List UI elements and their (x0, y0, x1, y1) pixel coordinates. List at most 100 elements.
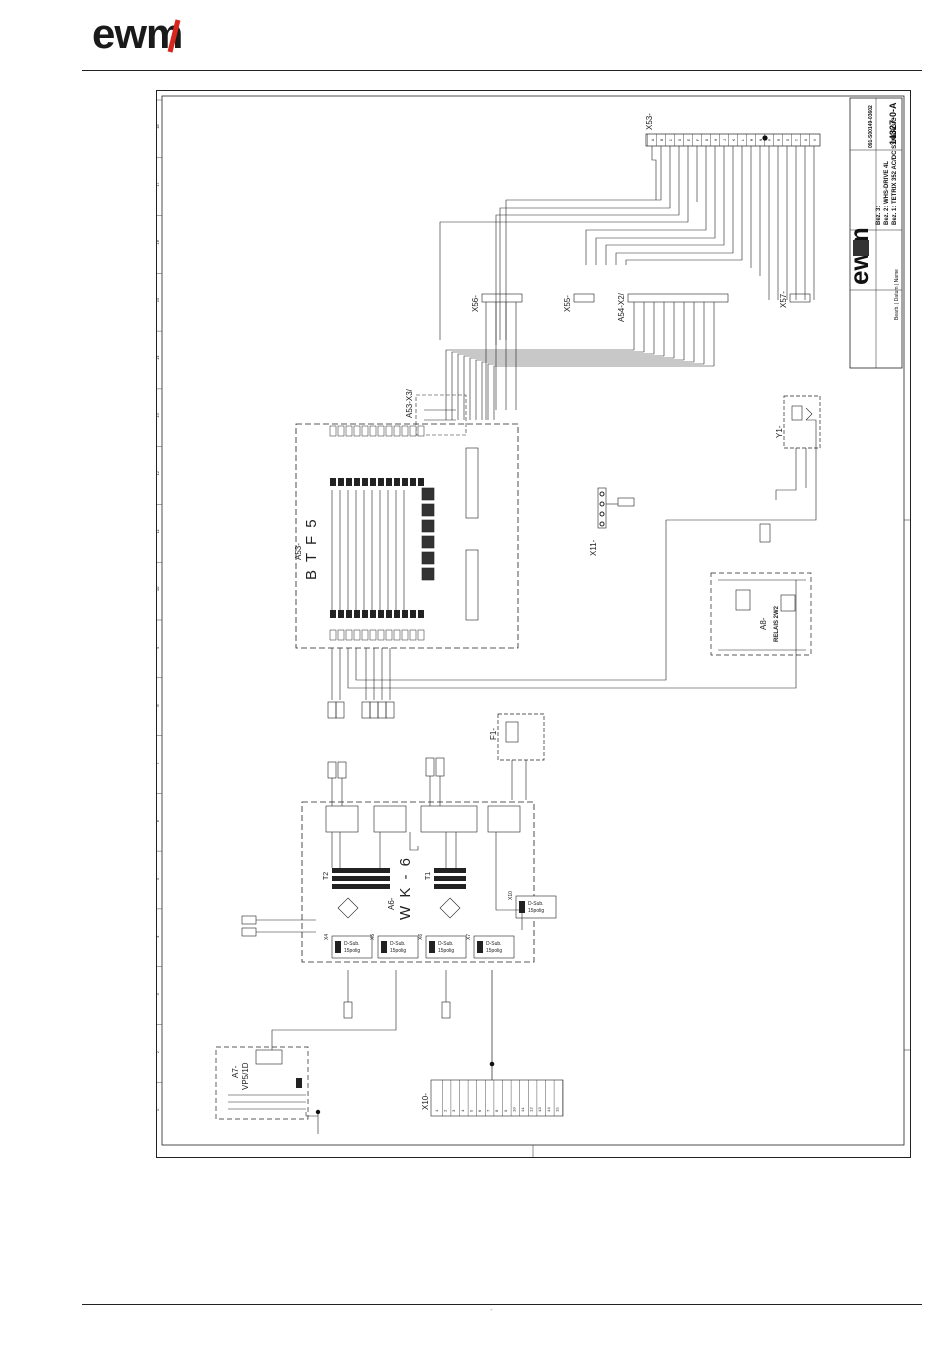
x53-pin-label: N (760, 138, 764, 141)
connector-x56: X56- (471, 293, 523, 340)
ruler-tick-label: 12 (156, 470, 160, 475)
x10-pin-label: 2 (445, 1109, 449, 1112)
y1-label: Y1- (775, 425, 784, 438)
x53-pin-label: T (796, 138, 800, 141)
x10-pin-label: 4 (462, 1109, 466, 1112)
x10-pin-label: 3 (453, 1109, 457, 1112)
ruler-tick-label: 2 (156, 1050, 160, 1053)
x53-pin-label: D (679, 138, 683, 141)
dsub-ref: X5 (370, 934, 376, 940)
x53-pin-label: P (769, 138, 773, 141)
dsub-label: D-Sub. (344, 941, 360, 947)
transformer-t2: T2 (323, 868, 390, 889)
x10-label: X10- (421, 1093, 430, 1110)
x10-pin-label: 10 (513, 1107, 517, 1112)
btf-output-plugs (327, 580, 797, 719)
wk-input-plugs (327, 757, 445, 806)
btf-ref: A53- (294, 543, 303, 560)
dsub-label-2: 15polig (528, 908, 544, 914)
ruler-tick-label: 18 (156, 124, 160, 129)
product-line-1: Bez. 1: TETRIX 352 AC/DC SYNERGIC (892, 117, 898, 225)
wk-output-plugs (271, 970, 451, 1050)
ruler-tick-label: 16 (156, 239, 160, 244)
btf-name: B T F 5 (303, 517, 320, 580)
relais-name: RELAIS 2W2 (774, 605, 780, 642)
x53-pin-label: H (715, 138, 719, 141)
x53-pin-label: C (670, 138, 674, 141)
dsub-ref: X7 (466, 934, 472, 940)
x53-pin-label: S (787, 138, 791, 141)
x10-pin-label: 12 (531, 1107, 535, 1112)
relais-ref: A8- (759, 617, 768, 630)
dsub-connector: D-Sub.15polig X10 (508, 891, 557, 919)
x53-pin-label: R (778, 138, 782, 141)
x53-pin-label: G (706, 138, 710, 141)
x10-pin-label: 1 (436, 1109, 440, 1112)
ruler-tick-label: 5 (156, 877, 160, 880)
dsub-connector: D-Sub.15polig X7 (466, 934, 515, 959)
ruler-tick-label: 6 (156, 819, 160, 822)
x53-pin-label: E (688, 138, 692, 141)
vp-ref: A7- (231, 1065, 240, 1078)
transformer-t1: T1 (425, 868, 466, 889)
x10-pin-label: 15 (556, 1107, 560, 1112)
module-btf5: A53- B T F 5 (294, 423, 519, 649)
dsub-label: D-Sub. (528, 901, 544, 907)
title-block: Bearb. | Datum | Name Bez. 1: TETRIX 352… (844, 97, 903, 369)
wk-name: W K - 6 (397, 856, 414, 920)
module-relais: A8- RELAIS 2W2 (665, 419, 817, 656)
x10-pin-label: 13 (539, 1107, 543, 1112)
x10-pin-label: 14 (548, 1107, 552, 1112)
x10-pin-label: 11 (522, 1107, 526, 1112)
ruler-tick-label: 8 (156, 704, 160, 707)
x10-pin-label: 9 (505, 1109, 509, 1112)
title-block-logo: ewm (844, 227, 874, 285)
btf-bottom-terminals (329, 610, 425, 641)
valve-y1: Y1- (775, 395, 821, 500)
x54-wire-bundle (445, 340, 714, 420)
dsub-label: D-Sub. (486, 941, 502, 947)
dsub-label-2: 15polig (486, 948, 502, 954)
ruler-tick-label: 14 (156, 355, 160, 360)
connector-x55: X55- (563, 293, 595, 312)
t1-label: T1 (425, 872, 432, 880)
x53-label: X53- (645, 113, 654, 130)
x10-pin-label: 6 (479, 1109, 483, 1112)
x53-pin-label: K (733, 138, 737, 141)
dsub-connector-row: D-Sub.15poligX4D-Sub.15poligX5D-Sub.15po… (324, 891, 557, 959)
dsub-ref: X10 (508, 891, 514, 900)
sub-number: 091-S00149-03602 (868, 105, 874, 148)
x53-pin-label: B (661, 138, 665, 141)
wk-ref: A6- (387, 897, 396, 910)
page-marker: - (490, 1305, 493, 1314)
x55-label: X55- (563, 295, 572, 312)
f1-label: F1- (489, 728, 498, 740)
btf-internal-components (331, 447, 479, 621)
ruler-tick-label: 1 (156, 1108, 160, 1111)
ewm-logo-text: ewm (92, 14, 182, 56)
btf-top-terminals (329, 425, 425, 486)
dsub-label-2: 15polig (390, 948, 406, 954)
x53-pin-label: A (652, 138, 656, 141)
ruler-tick-label: 9 (156, 646, 160, 649)
dsub-ref: X6 (418, 934, 424, 940)
ruler-tick-label: 17 (156, 181, 160, 186)
dsub-label-2: 15polig (344, 948, 360, 954)
ruler-tick-label: 11 (156, 528, 160, 533)
wk-side-plugs (241, 915, 316, 937)
x53-pin-label: F (697, 138, 701, 141)
product-line-3: Bez. 3: (876, 206, 882, 225)
x3-label: A53-X3/ (405, 388, 414, 418)
ruler-tick-label: 4 (156, 935, 160, 938)
x53-wire-bundle (439, 146, 815, 345)
connector-x11: X11- (589, 487, 635, 556)
x53-pin-label: U (805, 138, 809, 141)
x10-pin-label: 7 (488, 1109, 492, 1112)
